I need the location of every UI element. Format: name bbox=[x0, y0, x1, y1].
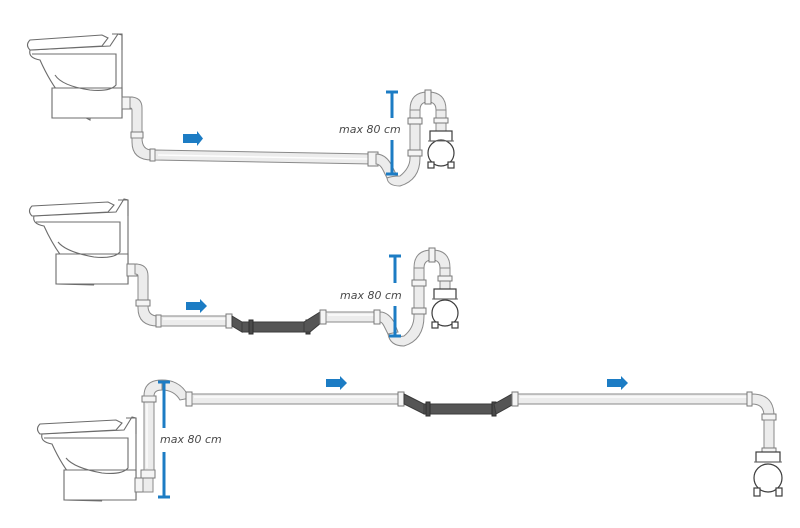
flow-arrow-icon bbox=[186, 299, 207, 313]
height-label-3: max 80 cm bbox=[160, 433, 222, 446]
height-indicator-2: max 80 cm bbox=[340, 254, 402, 338]
flow-arrow-icon bbox=[326, 376, 347, 390]
macerator-pump-1 bbox=[427, 130, 455, 169]
height-indicator-3: max 80 cm bbox=[158, 380, 222, 499]
drain-pipe-1 bbox=[121, 89, 449, 187]
toilet-1 bbox=[26, 33, 123, 121]
macerator-pump-2 bbox=[431, 288, 459, 329]
configuration-3: max 80 cm bbox=[36, 376, 783, 502]
configuration-1: max 80 cm bbox=[26, 33, 455, 187]
macerator-pump-3 bbox=[753, 451, 783, 497]
toilet-2 bbox=[28, 198, 129, 286]
flow-arrow-icon bbox=[183, 131, 203, 146]
drain-pipe-3 bbox=[134, 379, 777, 493]
height-label-2: max 80 cm bbox=[340, 289, 402, 302]
height-indicator-1: max 80 cm bbox=[339, 90, 401, 176]
height-label-1: max 80 cm bbox=[339, 123, 401, 136]
flow-arrow-icon bbox=[607, 376, 628, 390]
configuration-2: max 80 cm bbox=[28, 198, 459, 347]
toilet-3 bbox=[36, 416, 137, 502]
drain-pipe-2 bbox=[126, 247, 453, 347]
